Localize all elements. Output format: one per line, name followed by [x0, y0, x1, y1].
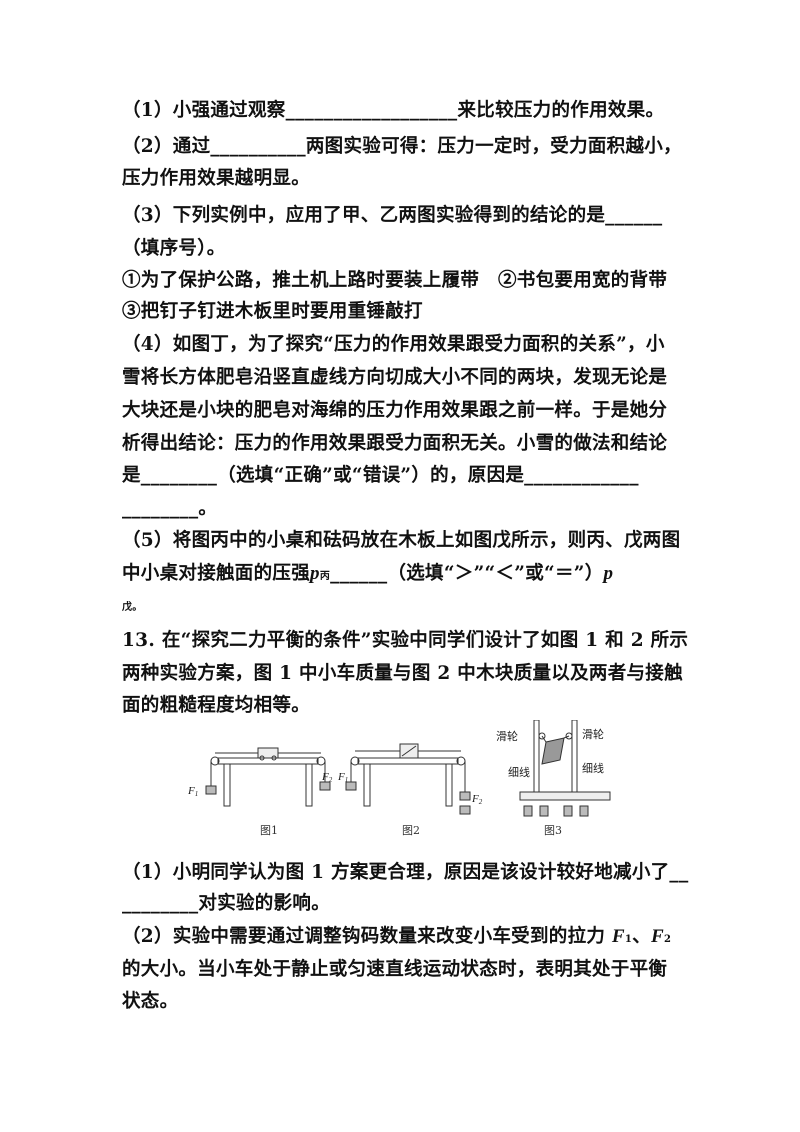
force-symbol-f1: F: [611, 926, 625, 947]
weight-right-2: [459, 791, 471, 801]
weight-3a: [523, 805, 533, 817]
table-leg-1a: [223, 763, 231, 807]
q12-part2-line1: （2）通过__________两图实验可得：压力一定时，受力面积越小，: [122, 136, 682, 157]
q12-part5-pre: 中小桌对接触面的压强: [122, 563, 311, 584]
label-string-right: 细线: [582, 761, 604, 775]
force-separator: 、: [632, 926, 651, 947]
q13-part2-line1: （2）实验中需要通过调整钩码数量来改变小车受到的拉力 F1、F2: [122, 922, 671, 948]
weight-left-2: [345, 781, 357, 791]
string-left-3: [541, 735, 547, 743]
q12-part4-line4: 析得出结论：压力的作用效果跟受力面积无关。小雪的做法和结论: [122, 433, 668, 454]
table-leg-1b: [305, 763, 313, 807]
q12-part1: （1）小强通过观察__________________来比较压力的作用效果。: [122, 100, 665, 121]
q12-option-1-2: ①为了保护公路，推土机上路时要装上履带 ②书包要用宽的背带: [122, 270, 668, 291]
cart-wheel-right: [271, 755, 277, 761]
q12-part5-line2: 中小桌对接触面的压强p丙______（选填“＞”“＜”或“＝”）p: [122, 559, 613, 585]
q12-part4-line6: ________。: [122, 498, 218, 519]
weight-right-1: [319, 781, 331, 791]
force-symbol-f2: F: [650, 926, 664, 947]
q12-part5-mid: ______（选填“＞”“＜”或“＝”）: [330, 563, 604, 584]
q13-intro-line1: 13. 在“探究二力平衡的条件”实验中同学们设计了如图 1 和 2 所示: [122, 630, 689, 651]
force-f2-fig2: F2: [471, 793, 483, 806]
figure-2: [345, 743, 471, 815]
q13-part1-line2: ________对实验的影响。: [122, 893, 331, 914]
weight-3c: [563, 805, 573, 817]
table-top-2: [357, 757, 459, 765]
q12-part3-line1: （3）下列实例中，应用了甲、乙两图实验得到的结论的是______: [122, 205, 663, 226]
pulley-left-3: [538, 732, 546, 740]
string-right-3: [563, 735, 570, 739]
pressure-subscript-bing: 丙: [319, 571, 331, 582]
q12-part5-line3: 戊。: [122, 594, 143, 615]
q12-option-3: ③把钉子钉进木板里时要用重锤敲打: [122, 301, 423, 322]
caption-figure-1: 图1: [260, 824, 278, 837]
table-leg-2a: [363, 763, 371, 807]
force-f2-fig1: F2: [321, 771, 333, 784]
pressure-symbol-2: p: [603, 563, 614, 584]
label-pulley-right: 滑轮: [582, 727, 604, 741]
q12-part4-line1: （4）如图丁，为了探究“压力的作用效果跟受力面积的关系”，小: [122, 334, 665, 355]
figure-1: [205, 747, 331, 807]
q12-part4-line5: 是________（选填“正确”或“错误”）的，原因是____________: [122, 465, 639, 486]
table-leg-2b: [445, 763, 453, 807]
pulley-right-3: [565, 732, 573, 740]
stand-left: [533, 719, 540, 793]
stand-right: [571, 719, 578, 793]
caption-figure-2: 图2: [402, 824, 420, 837]
q12-part3-line2: （填序号）。: [122, 238, 226, 259]
base-plate: [519, 791, 611, 801]
label-string-left: 细线: [508, 765, 530, 779]
weight-3d: [579, 805, 589, 817]
block-hatch: [401, 745, 417, 757]
force-subscript-2: 2: [663, 934, 672, 945]
experiment-diagram: F1 F2 图1 F1 F2 图2: [187, 719, 611, 837]
q13-intro-line2: 两种实验方案，图 1 中小车质量与图 2 中木块质量以及两者与接触: [122, 663, 683, 684]
q13-part2-line2: 的大小。当小车处于静止或匀速直线运动状态时，表明其处于平衡: [122, 959, 668, 980]
figure-3: [519, 719, 611, 817]
weight-right-2b: [459, 805, 471, 815]
cart-wheel-left: [259, 755, 265, 761]
pressure-subscript-wu: 戊。: [122, 602, 143, 613]
label-pulley-left: 滑轮: [496, 729, 518, 743]
experiment-figures: F1 F2 图1 F1 F2 图2: [180, 719, 620, 840]
weight-left-1: [205, 785, 217, 795]
q12-part2-line2: 压力作用效果越明显。: [122, 168, 311, 189]
q13-part2-pre: （2）实验中需要通过调整钩码数量来改变小车受到的拉力: [122, 926, 612, 947]
q13-part1-line1: （1）小明同学认为图 1 方案更合理，原因是该设计较好地减小了__: [122, 862, 689, 883]
table-top-1: [217, 757, 319, 765]
pressure-symbol-1: p: [310, 563, 320, 584]
q12-part5-line1: （5）将图丙中的小桌和砝码放在木板上如图戊所示，则丙、戊两图: [122, 530, 681, 551]
card-icon: [541, 737, 565, 765]
force-f1-fig1: F1: [187, 785, 198, 798]
q12-part4-line2: 雪将长方体肥皂沿竖直虚线方向切成大小不同的两块，发现无论是: [122, 367, 668, 388]
caption-figure-3: 图3: [544, 824, 562, 837]
force-f1-fig2: F1: [337, 771, 348, 784]
q13-part2-line3: 状态。: [122, 991, 179, 1012]
q12-part4-line3: 大块还是小块的肥皂对海绵的压力作用效果跟之前一样。于是她分: [122, 400, 668, 421]
force-subscript-1: 1: [624, 934, 633, 945]
q13-intro-line3: 面的粗糙程度均相等。: [122, 695, 311, 716]
weight-3b: [539, 805, 549, 817]
